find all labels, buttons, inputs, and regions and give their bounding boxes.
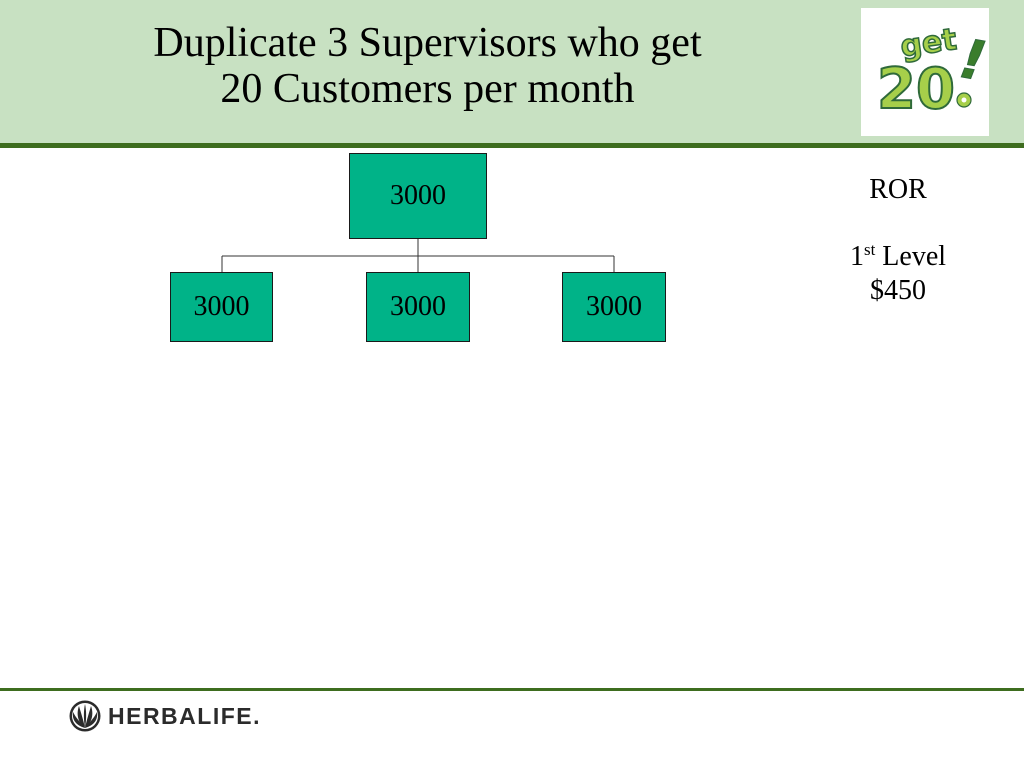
header-band <box>0 0 1024 143</box>
herbalife-logo: HERBALIFE. <box>68 699 260 733</box>
ror-heading: ROR <box>869 174 927 205</box>
get-20-logo: get 20 ! <box>861 8 989 136</box>
footer-divider <box>0 688 1024 691</box>
brand-mark: . <box>253 702 260 729</box>
leaf-circle-icon <box>69 700 101 732</box>
slide-title-line-1: Duplicate 3 Supervisors who get <box>153 20 702 66</box>
header-divider <box>0 143 1024 148</box>
org-node-child-3: 3000 <box>562 272 666 342</box>
org-node-root: 3000 <box>349 153 487 239</box>
org-node-child-2: 3000 <box>366 272 470 342</box>
logo-word-get: get <box>898 22 958 64</box>
level-number: 1 <box>849 241 864 272</box>
level-line: 1st Level <box>820 240 976 274</box>
level-amount: $450 <box>870 275 926 306</box>
level-info: 1st Level $450 <box>820 240 976 308</box>
level-word: Level <box>882 241 947 272</box>
slide-title-line-2: 20 Customers per month <box>220 66 635 112</box>
flower-icon <box>956 92 972 108</box>
org-node-child-1: 3000 <box>170 272 273 342</box>
slide-title: Duplicate 3 Supervisors who get 20 Custo… <box>60 20 795 112</box>
logo-word-number: 20 <box>877 57 955 122</box>
level-suffix: st <box>863 240 876 259</box>
brand-name: HERBALIFE <box>108 702 254 729</box>
get-20-logo-graphic: get 20 ! <box>876 21 989 123</box>
